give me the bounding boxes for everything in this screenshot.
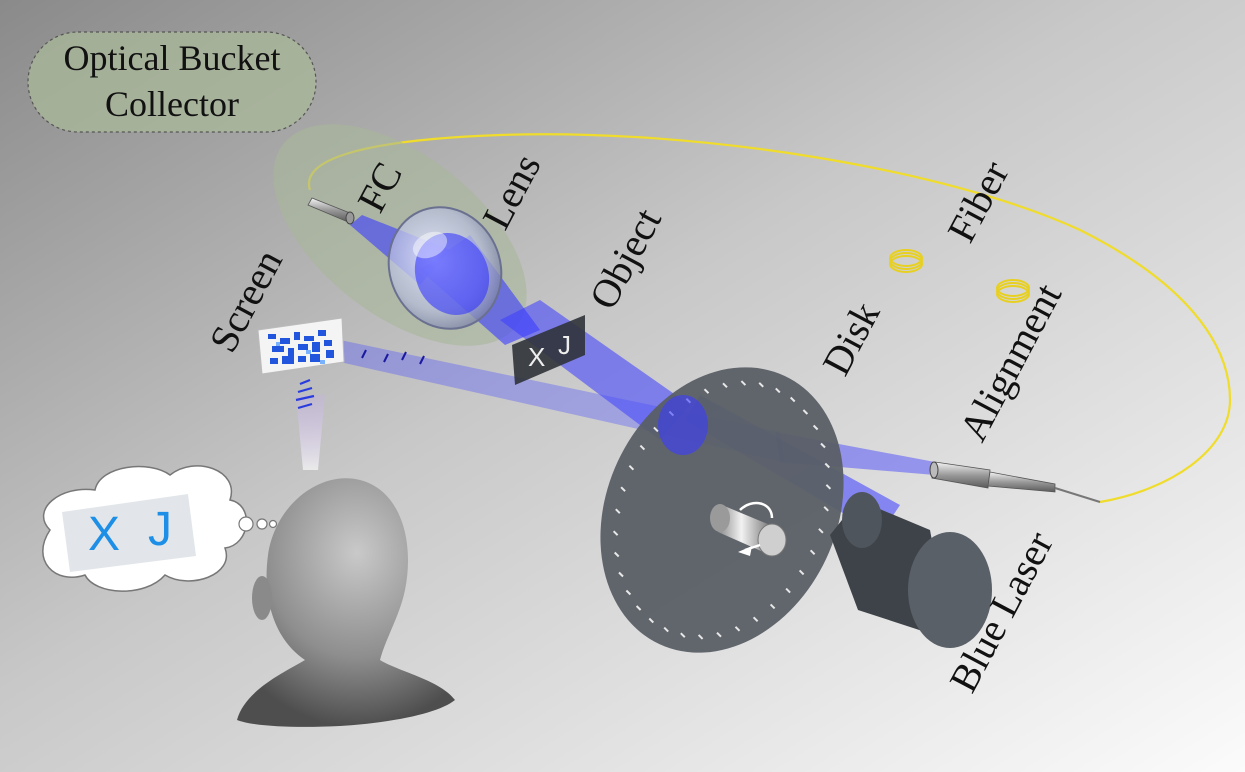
disk-beam-spot [658,395,708,455]
disk-slit [635,605,642,611]
disk-spindle [710,504,787,557]
thought-bubble-1 [238,516,254,532]
disk-slit [653,426,659,433]
disk-slit [818,528,824,534]
fiber-cable [307,133,1232,504]
disk-slit [740,380,747,386]
disk-slit [752,616,759,623]
rotation-arrow-icon [738,501,774,556]
disk-slit [825,484,832,490]
thought-letter-x: X [88,508,120,561]
object-mask: X J [512,315,585,385]
object-letter-j: J [558,330,571,360]
disk-slit [613,551,620,558]
disk-slit [639,444,646,451]
disk-slit [769,603,776,610]
disk-slit [820,442,826,449]
thought-cloud: X J [42,465,278,592]
disk-slit [615,508,621,514]
fiber-coil-2 [996,279,1030,303]
disk-slit [716,631,722,638]
collector-title-line1: Optical Bucket [64,38,281,78]
disk-slit [802,409,809,415]
disk-slit [775,387,781,394]
collector-bubble [27,31,317,133]
disk-slit [648,617,655,624]
screen [257,317,345,375]
disk-slit [758,382,764,388]
disk-slit [734,626,741,632]
disk-slit [789,396,796,403]
perception-dashes [295,378,315,410]
beam-pattern-dashes [361,349,425,365]
object-letter-x: X [528,342,545,372]
disk-slit [785,587,791,594]
disk-slit [703,388,710,394]
disk-slit-marks [612,380,832,640]
thought-bubble-2 [256,518,268,530]
fiber-coil-1 [889,249,923,273]
disk-slit [618,571,624,578]
alignment-connector [929,461,1101,503]
thought-letter-j: J [148,503,172,556]
disk-slit [812,424,819,431]
disk-slit [824,462,831,469]
disk-slit [680,632,686,638]
thought-bubble-3 [268,519,278,529]
disk-slit [628,464,635,471]
disk-slit [612,530,619,536]
blue-laser [830,492,992,648]
fiber-coupler [307,197,355,225]
collector-title-line2: Collector [105,84,239,124]
head [237,478,455,727]
disk-slit [620,486,626,492]
disk-slit [663,626,669,633]
disk-slit [809,549,816,556]
disk-slit [625,589,632,596]
disk-slit [798,569,805,576]
lens [387,206,503,330]
perception-glow [296,395,325,470]
disk-slit [823,506,829,512]
disk-slit [697,634,704,640]
disk-slit [722,382,728,389]
